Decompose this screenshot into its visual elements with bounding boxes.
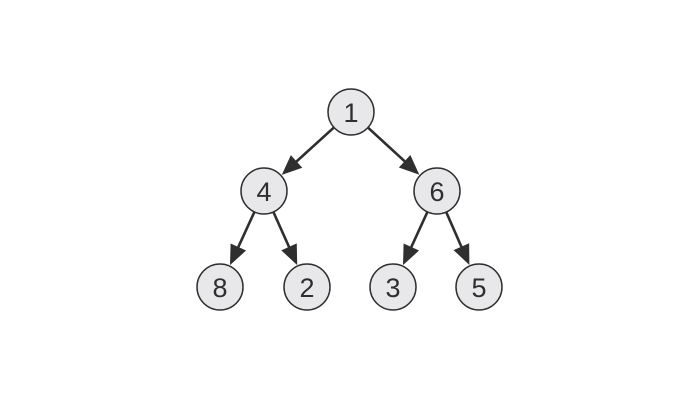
edge-line xyxy=(272,211,292,250)
edge-n6-n5 xyxy=(445,211,470,266)
tree-node-3: 3 xyxy=(369,263,417,311)
arrowhead-icon xyxy=(281,243,298,266)
edge-n1-n6 xyxy=(367,126,420,175)
node-circle xyxy=(455,263,503,311)
node-label: 4 xyxy=(256,177,271,207)
tree-node-6: 6 xyxy=(413,167,461,215)
node-circle xyxy=(196,263,244,311)
tree-node-5: 5 xyxy=(455,263,503,311)
node-label: 1 xyxy=(343,98,358,128)
tree-node-1: 1 xyxy=(327,88,375,136)
edge-line xyxy=(236,211,256,250)
node-label: 2 xyxy=(299,273,314,303)
arrowhead-icon xyxy=(402,243,420,266)
edge-n6-n3 xyxy=(402,211,429,266)
tree-node-8: 8 xyxy=(196,263,244,311)
node-circle xyxy=(369,263,417,311)
node-circle xyxy=(327,88,375,136)
edge-line xyxy=(367,126,407,164)
arrowhead-icon xyxy=(453,243,470,266)
edge-n4-n8 xyxy=(229,211,256,266)
edge-line xyxy=(294,126,335,164)
node-circle xyxy=(240,167,288,215)
edge-line xyxy=(409,211,429,250)
edges-layer xyxy=(229,126,470,266)
node-circle xyxy=(283,263,331,311)
edge-line xyxy=(445,211,464,250)
arrowhead-icon xyxy=(229,243,247,266)
node-circle xyxy=(413,167,461,215)
node-label: 6 xyxy=(429,177,444,207)
arrowhead-icon xyxy=(398,154,420,175)
node-label: 5 xyxy=(471,273,486,303)
node-label: 8 xyxy=(212,273,227,303)
nodes-layer: 1 4 6 8 2 3 5 xyxy=(196,88,503,311)
tree-node-4: 4 xyxy=(240,167,288,215)
edge-n4-n2 xyxy=(272,211,298,266)
arrowhead-icon xyxy=(281,155,303,175)
edge-n1-n4 xyxy=(281,126,335,175)
tree-node-2: 2 xyxy=(283,263,331,311)
node-label: 3 xyxy=(385,273,400,303)
